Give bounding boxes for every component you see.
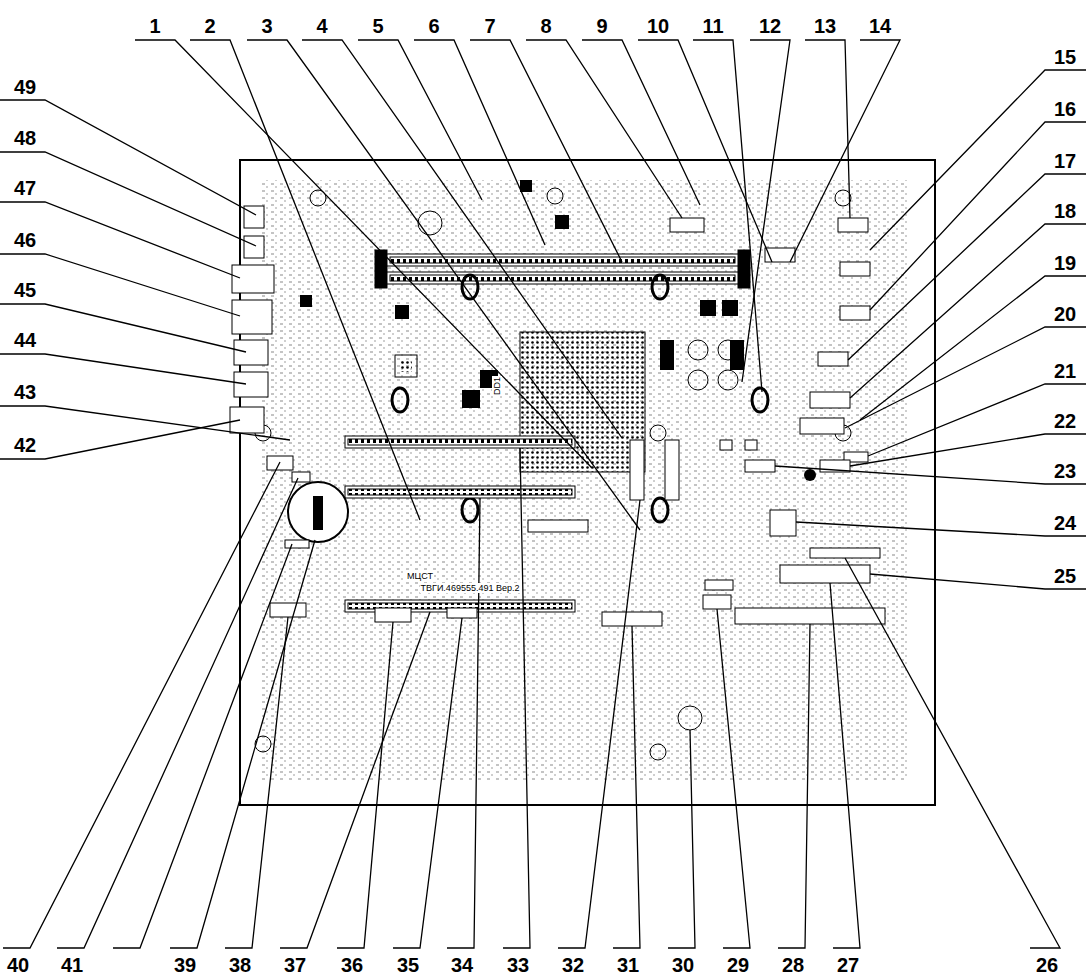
callout-number: 43	[14, 381, 36, 403]
callout-number: 49	[14, 76, 36, 98]
callout-number: 30	[672, 954, 694, 976]
callout-number: 10	[647, 15, 669, 37]
callout-number: 14	[869, 15, 891, 37]
callout-number: 39	[174, 954, 196, 976]
callout-number: 48	[14, 127, 36, 149]
callout-number: 23	[1054, 460, 1076, 482]
callout-number: 5	[372, 15, 383, 37]
callout-number: 47	[14, 177, 36, 199]
callout-number: 45	[14, 279, 36, 301]
callout-number: 35	[397, 954, 419, 976]
callout-number: 13	[814, 15, 836, 37]
callout-number: 40	[7, 954, 29, 976]
silkscreen-text: МЦСТ	[406, 571, 434, 581]
callout-number: 12	[759, 15, 781, 37]
silkscreen-text: DD1	[492, 376, 502, 396]
callout-number: 6	[428, 15, 439, 37]
callout-number: 16	[1054, 98, 1076, 120]
callout-number: 36	[341, 954, 363, 976]
callout-number: 3	[261, 15, 272, 37]
callout-number: 19	[1054, 252, 1076, 274]
callout-number: 26	[1036, 954, 1058, 976]
callout-number: 46	[14, 229, 36, 251]
callout-number: 27	[837, 954, 859, 976]
callout-number: 34	[451, 954, 473, 976]
callout-number: 37	[284, 954, 306, 976]
callout-number: 24	[1054, 512, 1076, 534]
callout-number: 32	[562, 954, 584, 976]
callout-number: 22	[1054, 410, 1076, 432]
callout-number: 29	[727, 954, 749, 976]
callout-number: 28	[782, 954, 804, 976]
callout-number: 25	[1054, 565, 1076, 587]
callout-number: 44	[14, 329, 36, 351]
callout-number: 11	[702, 15, 723, 37]
callout-number: 41	[61, 954, 83, 976]
callout-number: 9	[596, 15, 607, 37]
callout-number: 15	[1054, 46, 1076, 68]
callout-number: 1	[149, 15, 160, 37]
callout-number: 8	[540, 15, 551, 37]
callout-number: 31	[617, 954, 639, 976]
callout-number: 17	[1054, 150, 1076, 172]
callout-number: 7	[484, 15, 495, 37]
callout-number: 33	[507, 954, 529, 976]
callout-number: 21	[1054, 360, 1076, 382]
silkscreen-text: ТВГИ.469555.491 Вер.2	[420, 583, 521, 593]
callout-number: 2	[204, 15, 215, 37]
callout-number: 18	[1054, 200, 1076, 222]
callout-number: 4	[316, 15, 327, 37]
callout-number: 20	[1054, 303, 1076, 325]
callout-number: 38	[229, 954, 251, 976]
callout-number: 42	[14, 434, 36, 456]
